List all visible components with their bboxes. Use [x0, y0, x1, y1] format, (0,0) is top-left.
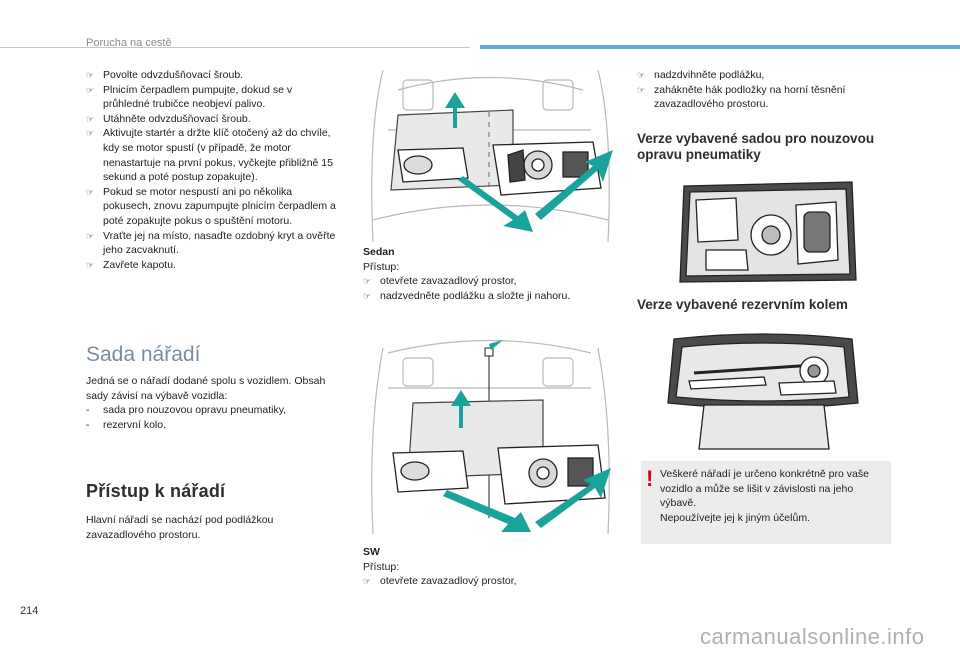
pointer-icon: ☞ [637, 70, 646, 80]
sw-trunk-illustration [363, 328, 616, 534]
pointer-icon: ☞ [86, 230, 95, 241]
tools-intro-text: Jedná se o nářadí dodané spolu s vozidle… [86, 375, 326, 402]
sw-title: SW [363, 546, 380, 558]
warning-text-main: Veškeré nářadí je určeno konkrétně pro v… [660, 468, 869, 510]
tools-section-title: Sada nářadí [86, 343, 201, 366]
step-item: ☞otevřete zavazadlový prostor, [363, 575, 517, 588]
step-item: ☞otevřete zavazadlový prostor, [363, 275, 517, 288]
watermark: carmanualsonline.info [700, 624, 925, 649]
warning-text-secondary: Nepoužívejte jej k jiným účelům. [660, 511, 810, 524]
access-text: Hlavní nářadí se nachází pod podlážkou z… [86, 514, 274, 541]
warning-box [641, 461, 891, 544]
sedan-title: Sedan [363, 246, 395, 258]
step-item: ☞Aktivujte startér a držte klíč otočený … [86, 127, 333, 184]
sedan-trunk-illustration [363, 70, 616, 242]
step-item: ☞zahákněte hák podložky na horní těsnění… [637, 83, 846, 111]
spare-wheel-title: Verze vybavené rezervním kolem [637, 297, 848, 312]
procedure-steps: ☞Povolte odvzdušňovací šroub. ☞Plnicím č… [86, 68, 336, 272]
sedan-access-label: Přístup: [363, 260, 400, 273]
pointer-icon: ☞ [86, 128, 95, 139]
spare-wheel-illustration [664, 333, 862, 451]
sw-section: SW Přístup: ☞otevřete zavazadlový prosto… [363, 545, 616, 589]
header-accent-bar [480, 45, 960, 49]
step-item: ☞nadzdvihněte podlážku, [637, 69, 765, 81]
sw-access-label: Přístup: [363, 560, 400, 573]
page-number: 214 [20, 605, 39, 617]
warning-icon: ! [646, 466, 654, 491]
step-item: ☞nadzvedněte podlážku a složte ji nahoru… [363, 289, 571, 302]
step-item: ☞Utáhněte odvzdušňovací šroub. [86, 112, 251, 125]
repair-kit-title: Verze vybavené sadou pro nouzovou opravu… [637, 131, 875, 162]
pointer-icon: ☞ [363, 576, 372, 587]
pointer-icon: ☞ [363, 276, 372, 287]
tools-list-item: -rezervní kolo. [86, 418, 167, 431]
repair-kit-illustration [676, 180, 858, 284]
access-section-title: Přístup k nářadí [86, 481, 226, 501]
tools-list-item: -sada pro nouzovou opravu pneumatiky, [86, 404, 287, 417]
pointer-icon: ☞ [637, 84, 646, 95]
step-item: ☞Pokud se motor nespustí ani po několika… [86, 185, 336, 227]
step-item: ☞Zavřete kapotu. [86, 258, 176, 271]
pointer-icon: ☞ [86, 113, 95, 124]
pointer-icon: ☞ [86, 259, 95, 270]
pointer-icon: ☞ [86, 70, 95, 80]
pointer-icon: ☞ [86, 84, 95, 95]
header-divider [0, 47, 470, 48]
step-item: ☞Povolte odvzdušňovací šroub. [86, 69, 244, 81]
warning-text: Veškeré nářadí je určeno konkrétně pro v… [660, 467, 886, 525]
col3-steps: ☞nadzdvihněte podlážku, ☞zahákněte hák p… [637, 68, 892, 112]
pointer-icon: ☞ [86, 186, 95, 197]
tools-intro: Jedná se o nářadí dodané spolu s vozidle… [86, 374, 341, 432]
header-section-title: Porucha na cestě [86, 37, 172, 49]
step-item: ☞Vraťte jej na místo, nasaďte ozdobný kr… [86, 229, 336, 257]
step-item: ☞Plnicím čerpadlem pumpujte, dokud se v … [86, 83, 293, 111]
sedan-section: Sedan Přístup: ☞otevřete zavazadlový pro… [363, 245, 616, 303]
pointer-icon: ☞ [363, 290, 372, 301]
